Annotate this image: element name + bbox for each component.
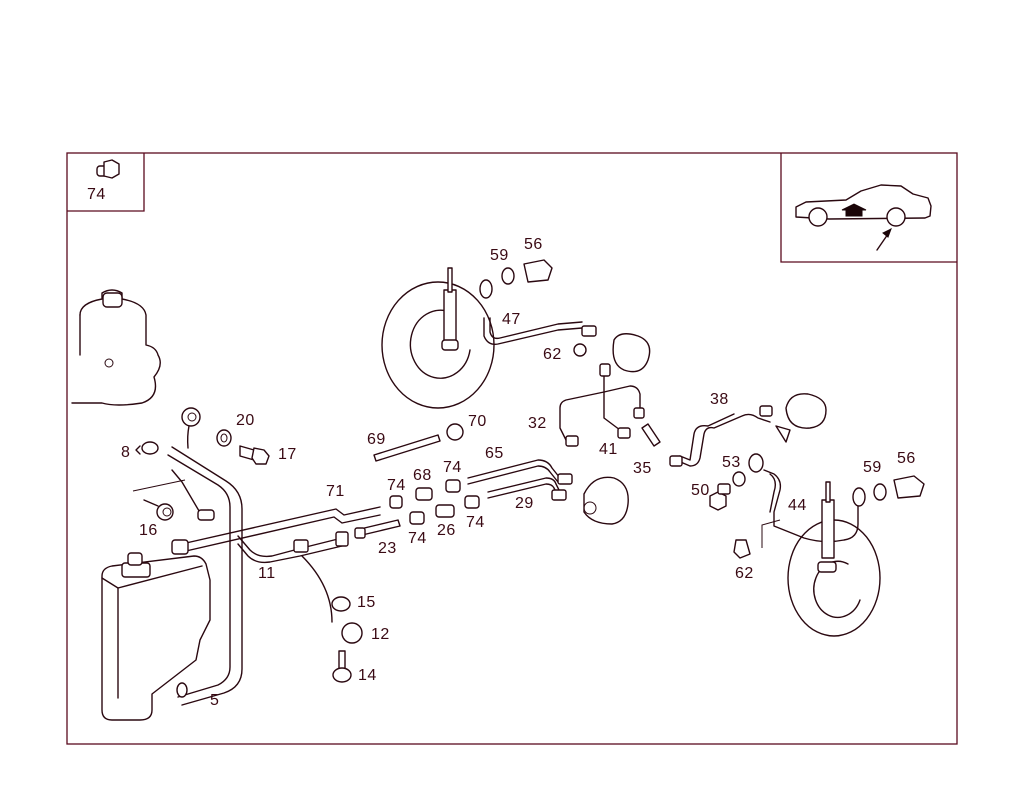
callout-74-c[interactable]: 74 xyxy=(466,514,485,531)
tube-69 xyxy=(373,434,441,462)
brake-line-44 xyxy=(748,453,859,548)
callout-38[interactable]: 38 xyxy=(710,391,729,408)
brake-disc-front-right xyxy=(787,481,881,637)
washer-53 xyxy=(732,471,746,487)
banjo-bolt-56-top xyxy=(523,259,553,283)
callout-26[interactable]: 26 xyxy=(437,522,456,539)
callout-47[interactable]: 47 xyxy=(502,311,521,328)
callout-74-inset[interactable]: 74 xyxy=(87,186,106,203)
callout-35[interactable]: 35 xyxy=(633,460,652,477)
banjo-fitting xyxy=(181,407,201,449)
washer-59-bottom xyxy=(873,483,887,501)
callout-41[interactable]: 41 xyxy=(599,441,618,458)
sensor-35 xyxy=(641,423,661,447)
inset-top-right xyxy=(780,153,957,263)
callout-56-bottom[interactable]: 56 xyxy=(897,450,916,467)
clamp-70 xyxy=(446,423,464,441)
callout-50[interactable]: 50 xyxy=(691,482,710,499)
callout-71[interactable]: 71 xyxy=(326,483,345,500)
fitting-23 xyxy=(354,519,401,539)
valve-block xyxy=(583,476,629,525)
car-side-view-icon xyxy=(795,184,932,251)
coupling-68 xyxy=(415,487,433,501)
arrow-icon xyxy=(876,227,892,251)
callout-15[interactable]: 15 xyxy=(357,594,376,611)
bolt-62-bottom xyxy=(733,539,751,559)
bolt-50 xyxy=(709,483,731,511)
fitting-74-c xyxy=(464,495,480,509)
callout-11[interactable]: 11 xyxy=(258,565,276,582)
hose-5 xyxy=(167,446,243,706)
callout-74-b[interactable]: 74 xyxy=(387,477,406,494)
callout-16[interactable]: 16 xyxy=(139,522,158,539)
callout-74-a[interactable]: 74 xyxy=(443,459,462,476)
fitting-74-b xyxy=(389,495,403,509)
hex-bolt-icon xyxy=(96,159,120,179)
master-cylinder-accumulator xyxy=(599,333,651,377)
clamp-12 xyxy=(341,622,363,644)
callout-17[interactable]: 17 xyxy=(278,446,297,463)
banjo-bolt-56-bottom xyxy=(893,475,925,499)
inset-top-left xyxy=(67,153,145,212)
power-steering-pump xyxy=(71,289,161,406)
washer-20 xyxy=(216,429,232,447)
line-11 xyxy=(237,531,349,623)
callout-74-d[interactable]: 74 xyxy=(408,530,427,547)
callout-69[interactable]: 69 xyxy=(367,431,386,448)
callout-8[interactable]: 8 xyxy=(121,444,131,461)
pressure-accumulator xyxy=(775,393,827,443)
fluid-reservoir-tank xyxy=(101,552,211,721)
line-29 xyxy=(487,477,567,501)
callout-68[interactable]: 68 xyxy=(413,467,432,484)
bolt-14 xyxy=(332,650,352,683)
callout-56-top[interactable]: 56 xyxy=(524,236,543,253)
callout-12[interactable]: 12 xyxy=(371,626,390,643)
line-32-41 xyxy=(559,371,645,447)
line-71 xyxy=(171,506,381,555)
callout-59-bottom[interactable]: 59 xyxy=(863,459,882,476)
diagram-frame xyxy=(66,152,958,745)
fitting-74-d xyxy=(409,511,425,525)
callout-65[interactable]: 65 xyxy=(485,445,504,462)
bolt-62-top xyxy=(573,343,587,357)
coupling-26 xyxy=(435,504,455,518)
bushing-15 xyxy=(331,596,351,612)
washer-59-top xyxy=(501,267,515,285)
bolt-17 xyxy=(239,445,270,465)
line-65 xyxy=(467,459,573,485)
fitting-74-a xyxy=(445,479,461,493)
callout-62-top[interactable]: 62 xyxy=(543,346,562,363)
callout-20[interactable]: 20 xyxy=(236,412,255,429)
brake-line-47 xyxy=(479,279,597,346)
callout-44[interactable]: 44 xyxy=(788,497,807,514)
callout-29[interactable]: 29 xyxy=(515,495,534,512)
callout-5[interactable]: 5 xyxy=(210,692,220,709)
callout-70[interactable]: 70 xyxy=(468,413,487,430)
callout-23[interactable]: 23 xyxy=(378,540,397,557)
brake-disc-front-left xyxy=(381,267,495,409)
line-38 xyxy=(669,405,773,467)
callout-62-bottom[interactable]: 62 xyxy=(735,565,754,582)
bracket-bolt-16 xyxy=(132,469,215,521)
callout-32[interactable]: 32 xyxy=(528,415,547,432)
clamp-8 xyxy=(135,441,159,455)
callout-14[interactable]: 14 xyxy=(358,667,377,684)
callout-59-top[interactable]: 59 xyxy=(490,247,509,264)
callout-53[interactable]: 53 xyxy=(722,454,741,471)
